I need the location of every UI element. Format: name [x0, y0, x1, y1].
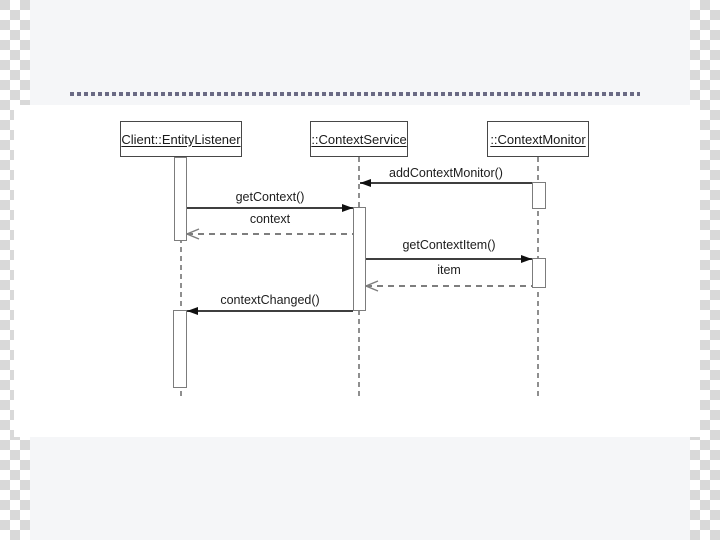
activation-entitylistener-2 — [173, 310, 187, 388]
participant-box-contextservice: ::ContextService — [310, 121, 408, 157]
filled-arrowhead-left-icon — [360, 178, 371, 187]
filled-arrowhead-right-icon — [342, 203, 353, 212]
participant-box-contextmonitor: ::ContextMonitor — [487, 121, 589, 157]
message-line-getcontextitem — [366, 258, 532, 260]
filled-arrowhead-left-icon — [187, 306, 198, 315]
message-line-addcontextmonitor — [360, 182, 532, 184]
dotted-separator-line — [70, 92, 640, 96]
open-arrowhead-left-icon — [364, 280, 379, 292]
return-line-context — [187, 233, 353, 235]
message-label-contextchanged: contextChanged() — [220, 293, 320, 307]
activation-entitylistener-1 — [174, 157, 187, 241]
sequence-diagram-page: Client::EntityListener ::ContextService … — [14, 105, 700, 437]
open-arrowhead-left-icon — [185, 228, 200, 240]
filled-arrowhead-right-icon — [521, 254, 532, 263]
message-line-contextchanged — [187, 310, 353, 312]
message-label-getcontextitem: getContextItem() — [402, 238, 496, 252]
participant-box-entitylistener: Client::EntityListener — [120, 121, 242, 157]
message-line-getcontext — [187, 207, 353, 209]
participant-label: Client::EntityListener — [121, 131, 241, 147]
message-label-addcontextmonitor: addContextMonitor() — [389, 166, 503, 180]
return-line-item — [366, 285, 532, 287]
participant-label: ::ContextService — [311, 131, 407, 147]
lifeline-entitylistener — [180, 157, 182, 400]
message-label-getcontext: getContext() — [235, 190, 305, 204]
activation-contextmonitor-2 — [532, 258, 546, 288]
message-label-item: item — [437, 263, 461, 277]
message-label-context: context — [249, 212, 291, 226]
activation-contextservice — [353, 207, 366, 311]
activation-contextmonitor-1 — [532, 182, 546, 209]
participant-label: ::ContextMonitor — [490, 131, 586, 147]
